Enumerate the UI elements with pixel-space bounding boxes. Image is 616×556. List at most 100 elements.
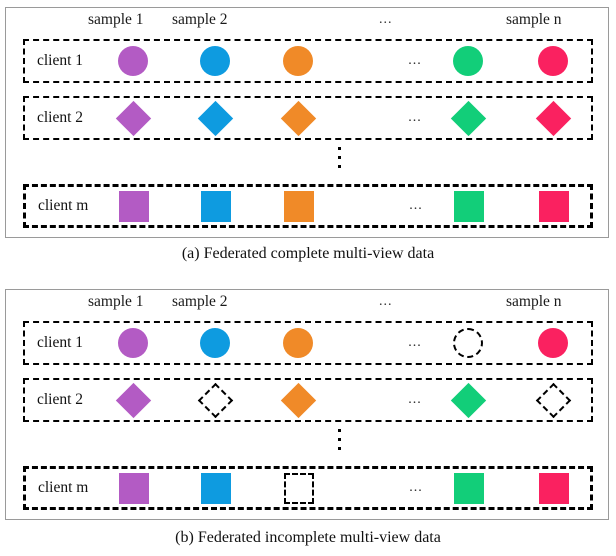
diamond-shape <box>535 100 571 136</box>
data-cell <box>281 326 315 360</box>
square-shape <box>201 190 231 222</box>
data-cell <box>536 44 570 78</box>
data-cell <box>116 44 150 78</box>
row-ellipsis: ... <box>398 383 432 417</box>
square-shape <box>284 190 314 222</box>
data-cell <box>115 382 151 418</box>
data-cell <box>115 100 151 136</box>
client-row-label: client m <box>38 479 89 496</box>
client-row-label: client 2 <box>37 391 84 408</box>
diamond-shape <box>115 382 151 418</box>
client-row-m: client m ... <box>23 466 593 510</box>
data-cell <box>280 382 316 418</box>
circle-shape <box>538 328 568 358</box>
missing-square-shape <box>284 472 314 504</box>
square-shape <box>454 190 484 222</box>
data-cell <box>535 100 571 136</box>
data-cell <box>198 44 232 78</box>
row-ellipsis-text: ... <box>408 53 422 68</box>
diamond-shape <box>280 382 316 418</box>
diamond-shape <box>450 100 486 136</box>
column-header-sample-n: sample n <box>506 293 562 310</box>
data-cell-missing <box>197 382 233 418</box>
panel-caption-b: (b) Federated incomplete multi-view data <box>175 529 441 546</box>
data-cell <box>116 326 150 360</box>
diamond-shape <box>280 100 316 136</box>
client-row-2: client 2 ... <box>23 378 593 422</box>
row-ellipsis-text: ... <box>408 392 422 407</box>
column-headers-b: sample 1 sample 2 ... sample n <box>6 290 610 318</box>
missing-diamond-shape <box>197 382 233 418</box>
circle-shape <box>118 328 148 358</box>
client-row-m: client m ... <box>23 184 593 228</box>
diamond-shape <box>450 382 486 418</box>
missing-circle-shape <box>453 328 483 358</box>
row-ellipsis: ... <box>399 471 433 505</box>
column-header-ellipsis: ... <box>379 294 393 309</box>
square-shape <box>539 472 569 504</box>
client-row-1: client 1 ... <box>23 321 593 365</box>
row-ellipsis: ... <box>399 189 433 223</box>
circle-shape <box>200 46 230 76</box>
column-header-sample-1: sample 1 <box>88 293 144 310</box>
client-row-label: client 2 <box>37 109 84 126</box>
circle-shape <box>283 46 313 76</box>
circle-shape <box>453 46 483 76</box>
circle-shape <box>200 328 230 358</box>
data-cell <box>198 326 232 360</box>
square-shape <box>201 472 231 504</box>
data-cell <box>450 382 486 418</box>
panel-incomplete: sample 1 sample 2 ... sample n client 1 … <box>5 289 609 520</box>
data-cell <box>117 189 151 223</box>
data-cell <box>537 471 571 505</box>
vertical-ellipsis <box>334 429 344 459</box>
data-cell <box>536 326 570 360</box>
row-ellipsis: ... <box>398 101 432 135</box>
row-ellipsis-text: ... <box>409 480 423 495</box>
column-header-sample-2: sample 2 <box>172 11 228 28</box>
diamond-shape <box>197 100 233 136</box>
column-header-sample-n: sample n <box>506 11 562 28</box>
row-ellipsis: ... <box>398 44 432 78</box>
data-cell <box>117 471 151 505</box>
circle-shape <box>118 46 148 76</box>
client-row-1: client 1 ... <box>23 39 593 83</box>
data-cell <box>450 100 486 136</box>
row-ellipsis-text: ... <box>409 198 423 213</box>
vertical-ellipsis <box>334 147 344 177</box>
data-cell <box>280 100 316 136</box>
data-cell-missing <box>282 471 316 505</box>
data-cell <box>452 189 486 223</box>
client-row-2: client 2 ... <box>23 96 593 140</box>
data-cell <box>199 189 233 223</box>
data-cell-missing <box>451 326 485 360</box>
diamond-shape <box>115 100 151 136</box>
column-header-sample-1: sample 1 <box>88 11 144 28</box>
column-header-ellipsis: ... <box>379 12 393 27</box>
data-cell <box>282 189 316 223</box>
client-row-label: client 1 <box>37 52 84 69</box>
column-headers-a: sample 1 sample 2 ... sample n <box>6 8 610 36</box>
column-header-sample-2: sample 2 <box>172 293 228 310</box>
data-cell <box>281 44 315 78</box>
data-cell <box>197 100 233 136</box>
client-row-label: client 1 <box>37 334 84 351</box>
row-ellipsis-text: ... <box>408 335 422 350</box>
row-ellipsis: ... <box>398 326 432 360</box>
data-cell <box>451 44 485 78</box>
panel-complete: sample 1 sample 2 ... sample n client 1 … <box>5 7 609 238</box>
circle-shape <box>538 46 568 76</box>
data-cell-missing <box>535 382 571 418</box>
row-ellipsis-text: ... <box>408 110 422 125</box>
data-cell <box>452 471 486 505</box>
square-shape <box>119 472 149 504</box>
data-cell <box>199 471 233 505</box>
data-cell <box>537 189 571 223</box>
panel-caption-a: (a) Federated complete multi-view data <box>181 245 435 262</box>
square-shape <box>119 190 149 222</box>
missing-diamond-shape <box>535 382 571 418</box>
client-row-label: client m <box>38 197 89 214</box>
square-shape <box>539 190 569 222</box>
circle-shape <box>283 328 313 358</box>
